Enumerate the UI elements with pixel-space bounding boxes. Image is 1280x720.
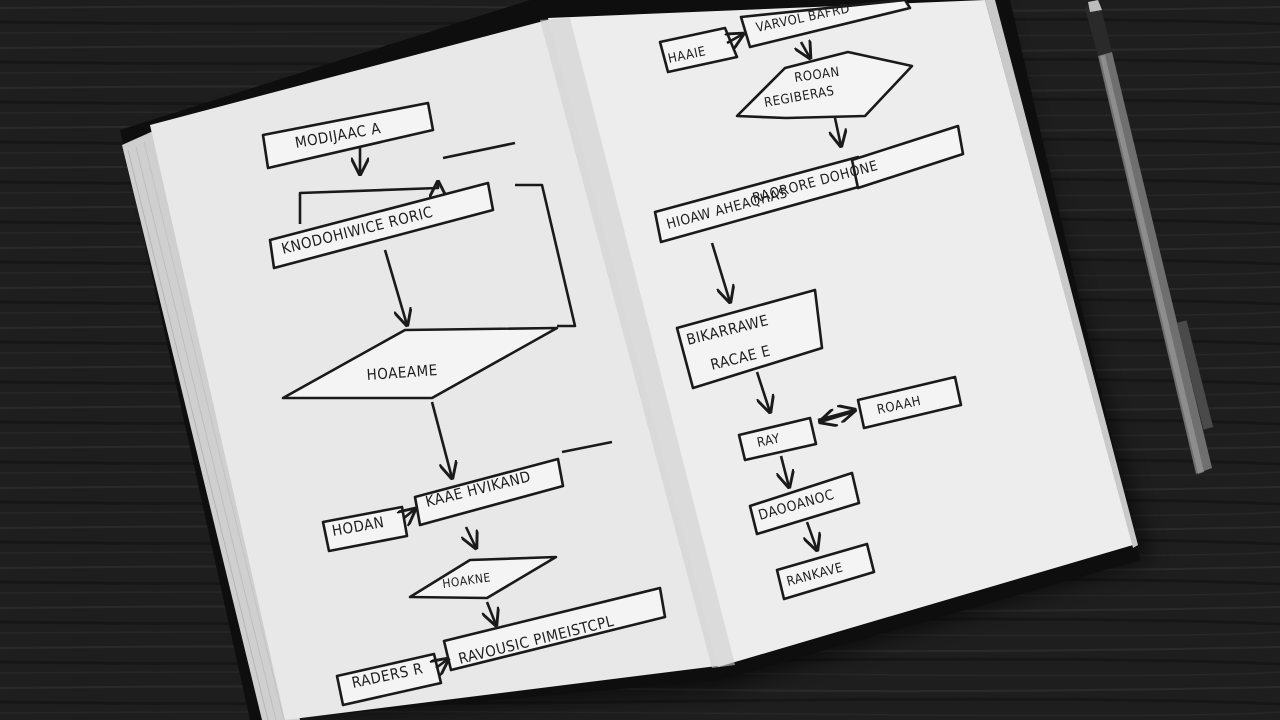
- flow-box: [675, 288, 824, 390]
- flow-box: [748, 471, 861, 536]
- right-page: [548, 0, 1133, 667]
- flow-box: [335, 652, 443, 707]
- flow-decision: [408, 555, 558, 600]
- flow-box: [658, 26, 739, 74]
- gutter-shadow: [540, 18, 735, 668]
- flow-box: [850, 124, 965, 190]
- flow-box: [856, 375, 963, 430]
- flow-box-label: RAY: [756, 431, 782, 451]
- flow-decision: [281, 326, 559, 400]
- flow-decision: [735, 50, 914, 120]
- flow-box: [321, 505, 409, 553]
- flow-decision-label: HOAEAME: [366, 361, 438, 384]
- left-flowchart: [261, 101, 667, 707]
- right-flowchart: [653, 0, 965, 601]
- flow-decision-label: ROOAN: [793, 65, 840, 86]
- right-page-edge: [985, 0, 1138, 548]
- pen: [1085, 0, 1214, 474]
- flow-box: [268, 181, 495, 270]
- flow-box: [737, 416, 818, 462]
- flow-decision-label: HOAKNE: [441, 570, 491, 591]
- flow-box: [261, 101, 435, 170]
- flow-box: [775, 542, 876, 601]
